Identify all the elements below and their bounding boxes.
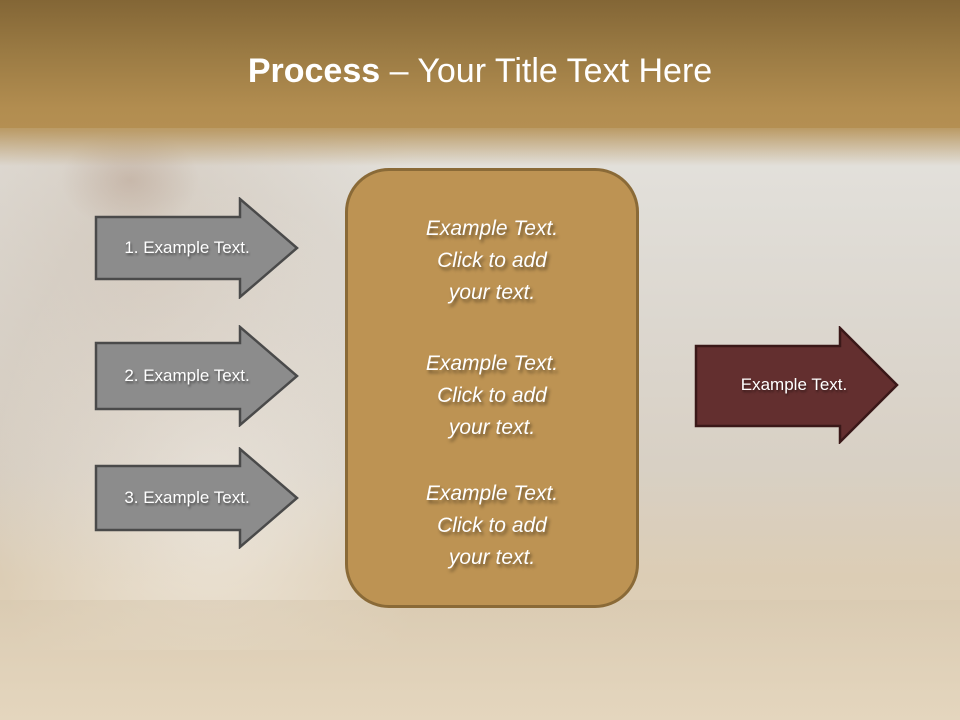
title-band-fade — [0, 126, 960, 166]
item-line: your text. — [448, 546, 536, 569]
arrow-right-icon — [94, 197, 299, 299]
step-label-3: 3. Example Text. — [124, 488, 250, 507]
item-line: Example Text. — [425, 482, 559, 505]
center-text-item-3[interactable]: Example Text. Click to add your text. — [348, 478, 636, 574]
arrow-right-icon — [94, 325, 299, 427]
slide-title[interactable]: Process – Your Title Text Here — [0, 52, 960, 91]
item-line: your text. — [448, 416, 536, 439]
item-line: your text. — [448, 281, 536, 304]
step-arrow-1[interactable]: 1. Example Text. — [94, 197, 300, 299]
result-arrow[interactable]: Example Text. — [694, 326, 900, 444]
arrow-right-icon — [94, 447, 299, 549]
step-label-2: 2. Example Text. — [124, 366, 250, 385]
step-arrow-3[interactable]: 3. Example Text. — [94, 447, 300, 549]
item-line: Example Text. — [425, 217, 559, 240]
item-line: Click to add — [437, 249, 547, 272]
step-arrow-2[interactable]: 2. Example Text. — [94, 325, 300, 427]
center-text-box[interactable]: Example Text. Click to add your text. Ex… — [345, 168, 639, 608]
background-photo-sand — [0, 600, 960, 720]
arrow-right-icon — [694, 326, 899, 444]
item-line: Example Text. — [425, 352, 559, 375]
item-line: Click to add — [437, 514, 547, 537]
title-band — [0, 0, 960, 128]
center-text-item-2[interactable]: Example Text. Click to add your text. — [348, 348, 636, 444]
result-label: Example Text. — [740, 375, 848, 394]
title-bold: Process — [247, 52, 381, 90]
item-line: Click to add — [437, 384, 547, 407]
step-label-1: 1. Example Text. — [124, 238, 250, 257]
center-text-item-1[interactable]: Example Text. Click to add your text. — [348, 213, 636, 309]
title-rest: – Your Title Text Here — [380, 52, 713, 90]
